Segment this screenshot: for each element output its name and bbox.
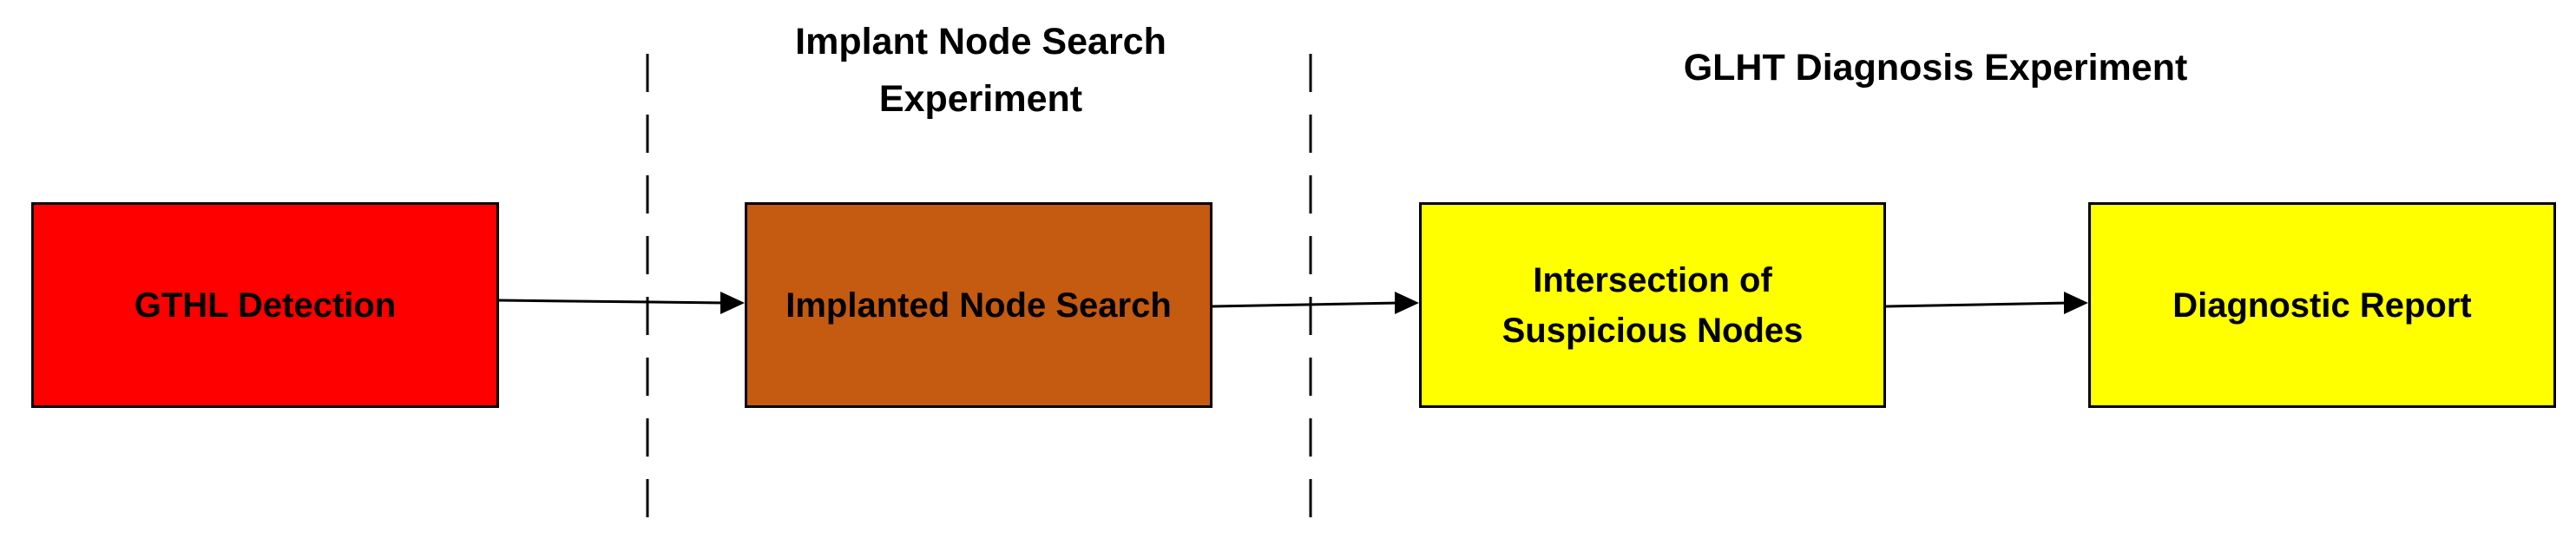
edge-intersect-to-report xyxy=(1885,292,2088,314)
glht-experiment-heading: GLHT Diagnosis Experiment xyxy=(1683,47,2188,89)
edge-detection-to-implanted xyxy=(498,292,745,314)
node-label: Diagnostic Report xyxy=(2172,286,2472,325)
arrowhead-icon xyxy=(720,292,745,314)
node-label: Intersection of Suspicious Nodes xyxy=(1502,260,1804,350)
implant-experiment-heading: Implant Node Search Experiment xyxy=(795,21,1166,120)
node-label: GTHL Detection xyxy=(134,286,397,325)
diagnostic-report-node: Diagnostic Report xyxy=(2088,202,2556,408)
arrowhead-icon xyxy=(1395,292,1419,314)
node-label: Implanted Node Search xyxy=(785,286,1172,325)
implanted-node-search-node: Implanted Node Search xyxy=(745,202,1212,408)
edge-implanted-to-intersect xyxy=(1212,292,1419,314)
intersection-suspicious-nodes-node: Intersection of Suspicious Nodes xyxy=(1419,202,1886,408)
arrowhead-icon xyxy=(2064,292,2088,314)
gthl-detection-node: GTHL Detection xyxy=(31,202,499,408)
